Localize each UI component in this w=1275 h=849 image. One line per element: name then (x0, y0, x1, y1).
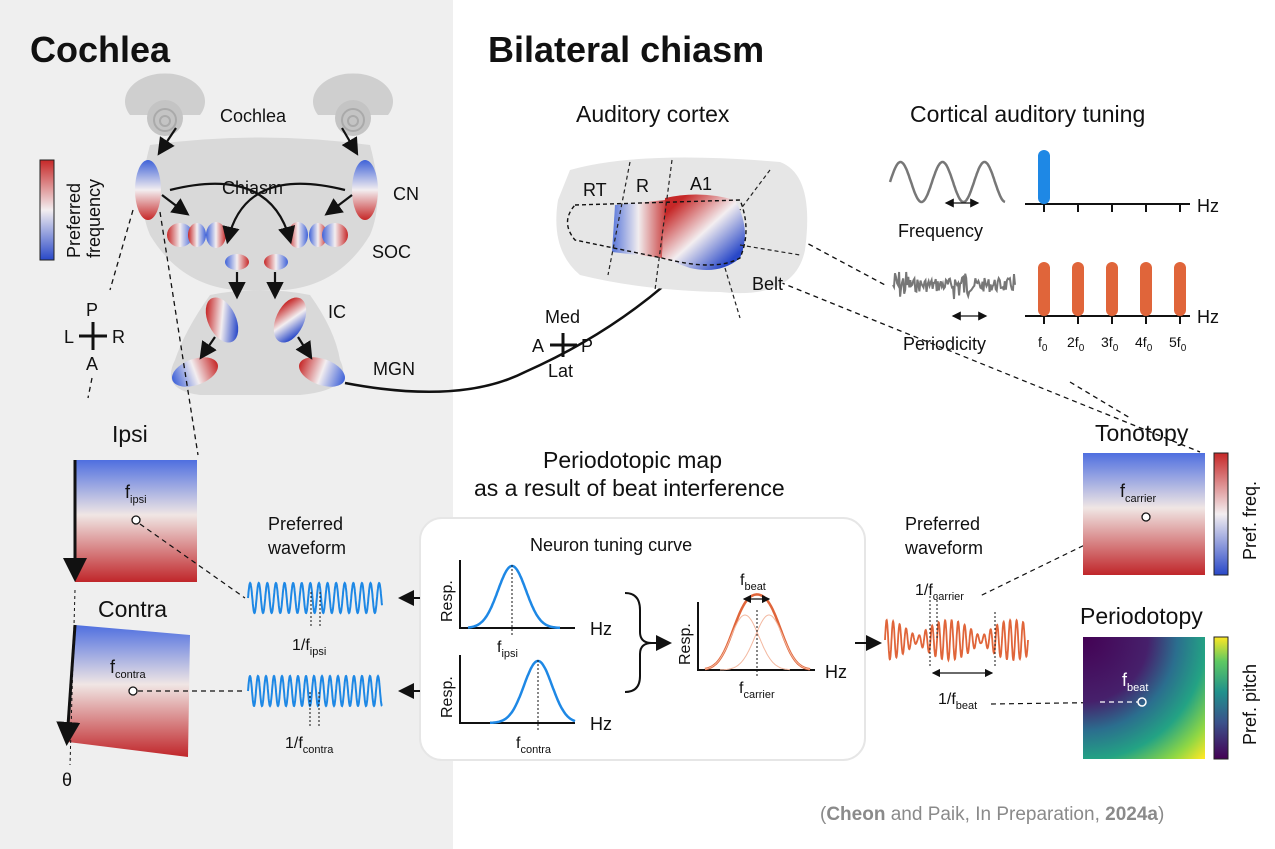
harmonic-label: 2f0 (1067, 334, 1085, 354)
contra-tuning-curve: Resp. Hz fcontra (439, 655, 612, 756)
ipsi-label: Ipsi (112, 421, 148, 447)
left-cochlea-icon (125, 73, 205, 136)
pref-pitch-colorbar (1213, 636, 1229, 760)
frequency-peak-bar (1038, 150, 1050, 204)
inv-contra-label: 1/fcontra (285, 735, 334, 756)
svg-text:Hz: Hz (1197, 196, 1219, 216)
right-ic (273, 297, 307, 343)
cortex-compass: Med Lat A P (532, 307, 593, 381)
svg-text:RT: RT (583, 180, 607, 200)
svg-text:Hz: Hz (825, 662, 847, 682)
svg-text:Med: Med (545, 307, 580, 327)
center-title-1: Periodotopic map (543, 447, 722, 473)
harmonic-label: f0 (1038, 334, 1048, 354)
harmonic-bar (1140, 262, 1152, 316)
svg-text:Frequency: Frequency (898, 221, 983, 241)
contra-waveform (247, 674, 383, 708)
svg-text:Hz: Hz (590, 619, 612, 639)
cortex-title: Auditory cortex (576, 101, 730, 127)
brainstem-diagram: Cochlea CN SOC IC MGN Chiasm (125, 73, 694, 395)
svg-text:Resp.: Resp. (677, 623, 694, 665)
harmonic-label: 3f0 (1101, 334, 1119, 354)
guide-lines (87, 209, 1201, 456)
pref-pitch-label: Pref. pitch (1240, 664, 1260, 745)
svg-text:Belt: Belt (752, 274, 783, 294)
harmonic-bar (1174, 262, 1186, 316)
svg-text:A: A (86, 354, 98, 374)
carrier-tuning-curve: fbeat Resp. Hz fcarrier (677, 572, 847, 701)
ic-label: IC (328, 302, 346, 322)
svg-text:Lat: Lat (548, 361, 573, 381)
periodotopy-title: Periodotopy (1080, 603, 1203, 629)
tuning-title: Cortical auditory tuning (910, 101, 1145, 127)
left-cn-nucleus (135, 160, 161, 220)
colorbar-label-1: Preferred (64, 183, 84, 258)
f-ipsi-axis-label: fipsi (497, 639, 518, 660)
pref-freq-label: Pref. freq. (1240, 481, 1260, 560)
pref-waveform-right-2: waveform (904, 538, 983, 558)
cochlea-label: Cochlea (220, 106, 287, 126)
right-cn-nucleus (352, 160, 378, 220)
inv-ipsi-label: 1/fipsi (292, 637, 326, 658)
harmonic-bar (1072, 262, 1084, 316)
svg-text:Periodicity: Periodicity (903, 334, 986, 354)
soc-label: SOC (372, 242, 411, 262)
svg-text:Hz: Hz (1197, 307, 1219, 327)
preferred-frequency-colorbar (39, 159, 55, 261)
left-ic (205, 297, 239, 343)
cn-label: CN (393, 184, 419, 204)
svg-text:A1: A1 (690, 174, 712, 194)
harmonic-label: 5f0 (1169, 334, 1187, 354)
center-title-2: as a result of beat interference (474, 475, 785, 501)
right-cochlea-icon (313, 73, 394, 136)
inv-carrier-label: 1/fcarrier (915, 582, 964, 603)
harmonic-bar (1038, 262, 1050, 316)
colorbar-label-2: frequency (84, 179, 104, 258)
svg-text:Resp.: Resp. (439, 676, 456, 718)
box-title: Neuron tuning curve (530, 535, 692, 555)
ipsi-waveform (247, 581, 383, 615)
right-mgn (299, 357, 345, 387)
svg-text:R: R (112, 327, 125, 347)
f-contra-axis-label: fcontra (516, 735, 552, 756)
frequency-tuning: Frequency Hz (888, 150, 1219, 241)
harmonic-label: 4f0 (1135, 334, 1153, 354)
ipsi-tuning-curve: Resp. Hz fipsi (439, 560, 612, 660)
mgn-label: MGN (373, 359, 415, 379)
contra-label: Contra (98, 596, 167, 622)
f-carrier-axis-label: fcarrier (739, 680, 775, 701)
svg-text:A: A (532, 336, 544, 356)
pref-freq-colorbar (1213, 452, 1229, 576)
theta-label: θ (62, 770, 72, 790)
thalamocortical-arrow (344, 258, 694, 394)
pref-waveform-right-1: Preferred (905, 514, 980, 534)
beat-waveform (884, 618, 1029, 663)
f-carrier-map-label: fcarrier (1120, 481, 1157, 505)
svg-text:Resp.: Resp. (439, 580, 456, 622)
svg-text:R: R (636, 176, 649, 196)
f-beat-top-label: fbeat (740, 572, 766, 593)
svg-text:Hz: Hz (590, 714, 612, 734)
f-contra-label: fcontra (110, 657, 146, 681)
inv-beat-label: 1/fbeat (938, 691, 977, 712)
svg-text:L: L (64, 327, 74, 347)
svg-text:P: P (86, 300, 98, 320)
tonotopy-title: Tonotopy (1095, 420, 1189, 446)
periodicity-tuning: Periodicity Hz f0 2f0 3f0 4f0 5f0 (892, 262, 1219, 354)
harmonic-bar (1106, 262, 1118, 316)
auditory-cortex-map: RT R A1 Belt (556, 157, 808, 319)
left-compass: P A L R (64, 300, 125, 374)
pref-waveform-left-2: waveform (267, 538, 346, 558)
f-beat-map-label: fbeat (1122, 670, 1148, 694)
right-title: Bilateral chiasm (488, 29, 764, 70)
f-ipsi-label: fipsi (125, 482, 147, 506)
svg-text:P: P (581, 336, 593, 356)
pref-waveform-left-1: Preferred (268, 514, 343, 534)
left-title: Cochlea (30, 29, 171, 70)
citation: (Cheon and Paik, In Preparation, 2024a) (820, 804, 1165, 825)
chiasm-label: Chiasm (222, 178, 283, 198)
